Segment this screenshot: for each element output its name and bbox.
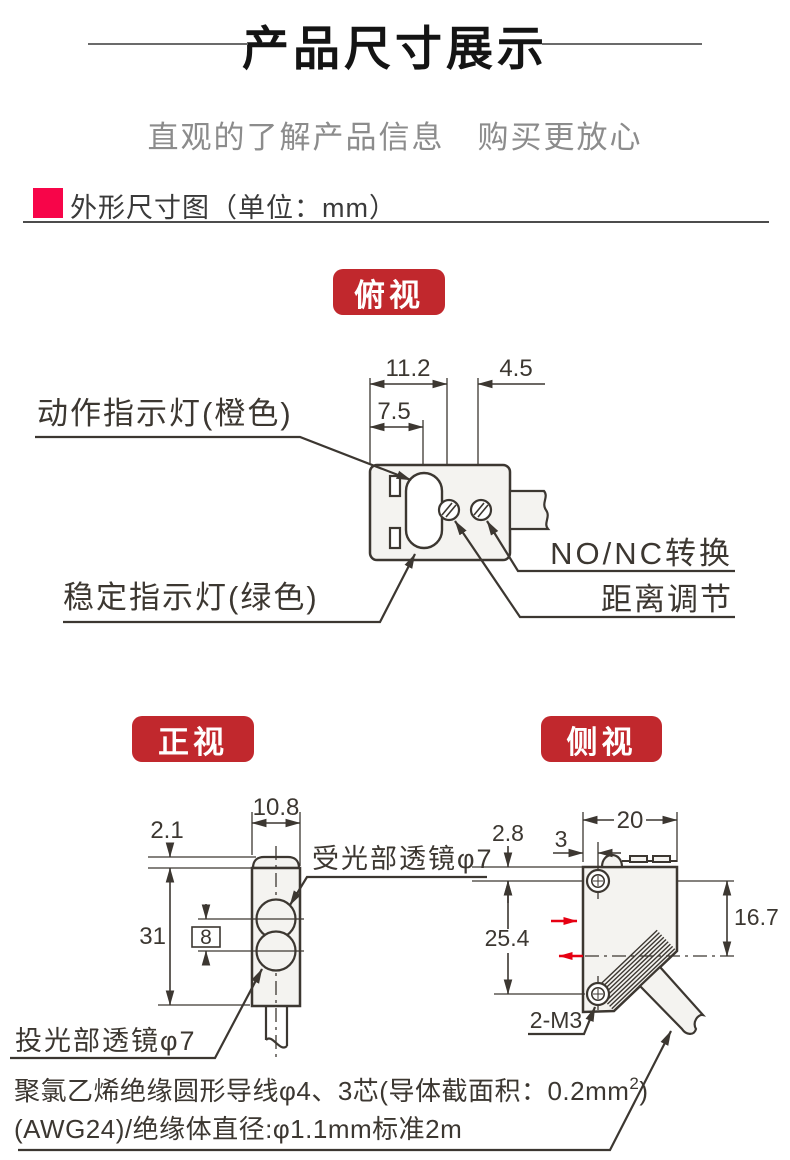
mount-slot: [388, 526, 402, 550]
section-accent-square: [33, 188, 63, 218]
view-badge-side: 侧视: [541, 716, 662, 762]
indicator-lamp-oval: [404, 471, 444, 550]
footnote-line1-main: 聚氯乙烯绝缘圆形导线φ4、3芯(导体截面积：0.2mm: [14, 1076, 629, 1106]
leader-cable-note: [18, 1030, 672, 1152]
side-view-drawing: 20 2.8 3 25.4 16.7 2-M3: [472, 807, 779, 1036]
leader-action-led: [35, 435, 412, 482]
top-tab: [629, 855, 648, 863]
top-tab: [652, 855, 671, 863]
body-dome-front: [251, 855, 301, 870]
dimension-drawings-svg: 11.2 4.5 7.5: [10, 355, 779, 1152]
leader-no-nc: [486, 520, 735, 573]
label-action-led: 动作指示灯(橙色): [37, 396, 293, 431]
mount-screw-bottom: [585, 981, 611, 1007]
mount-screw-top: [585, 868, 611, 894]
label-2-m3: 2-M3: [530, 1007, 582, 1033]
mount-slot: [388, 474, 402, 498]
cable-top-view: [508, 489, 551, 531]
dim-8: 8: [200, 926, 212, 949]
page-subtitle: 直观的了解产品信息 购买更放心: [147, 120, 643, 155]
adjuster-screw-distance: [437, 498, 461, 522]
dim-8-box: [191, 926, 221, 948]
dim-3: 3: [555, 826, 568, 852]
section-title: 外形尺寸图（单位：mm）: [70, 193, 397, 223]
footnote-line2: (AWG24)/绝缘体直径:φ1.1mm标准2m: [14, 1114, 462, 1144]
dim-2-1: 2.1: [150, 817, 183, 844]
leader-receiver-lens: [289, 875, 487, 906]
dim-7-5: 7.5: [377, 398, 410, 425]
label-emitter-lens: 投光部透镜φ7: [15, 1026, 197, 1056]
dim-10-8: 10.8: [253, 794, 300, 821]
leader-2-m3: [528, 1006, 597, 1036]
top-view-drawing: 11.2 4.5 7.5: [35, 355, 735, 624]
label-stable-led: 稳定指示灯(绿色): [63, 580, 319, 615]
dim-11-2: 11.2: [386, 355, 431, 382]
dim-25-4: 25.4: [485, 925, 530, 951]
label-receiver-lens: 受光部透镜φ7: [312, 844, 494, 874]
dim-4-5: 4.5: [499, 355, 532, 382]
view-badge-top: 俯视: [333, 269, 445, 315]
cable-front-view: [264, 1006, 289, 1049]
footnote-superscript: 2: [629, 1074, 639, 1093]
footnote-line1: 聚氯乙烯绝缘圆形导线φ4、3芯(导体截面积：0.2mm2): [14, 1074, 649, 1106]
title-rule-right: [542, 43, 702, 45]
footnote: 聚氯乙烯绝缘圆形导线φ4、3芯(导体截面积：0.2mm2) (AWG24)/绝缘…: [14, 1030, 672, 1152]
leader-emitter-lens: [10, 968, 263, 1060]
dim-20: 20: [617, 807, 644, 834]
body-dome-side: [600, 853, 624, 869]
view-badge-front: 正视: [132, 716, 254, 762]
cable-side-view: [638, 965, 707, 1035]
label-no-nc: NO/NC转换: [550, 536, 733, 571]
leader-distance: [454, 520, 735, 619]
footnote-line1-close: ): [639, 1076, 648, 1106]
section-divider: [23, 221, 769, 223]
chamfer-hatching: [593, 929, 676, 1010]
dim-16-7: 16.7: [734, 904, 779, 930]
front-view-drawing: 10.8 2.1 31 8 受光部透镜φ7 投光部透镜φ7: [10, 794, 494, 1060]
leader-stable-led: [63, 553, 416, 624]
title-rule-left: [88, 43, 248, 45]
dim-31: 31: [139, 923, 166, 950]
page-title: 产品尺寸展示: [242, 22, 548, 75]
adjuster-screw-nonc: [469, 498, 493, 522]
label-distance: 距离调节: [601, 582, 733, 617]
dim-2-8: 2.8: [492, 820, 524, 846]
